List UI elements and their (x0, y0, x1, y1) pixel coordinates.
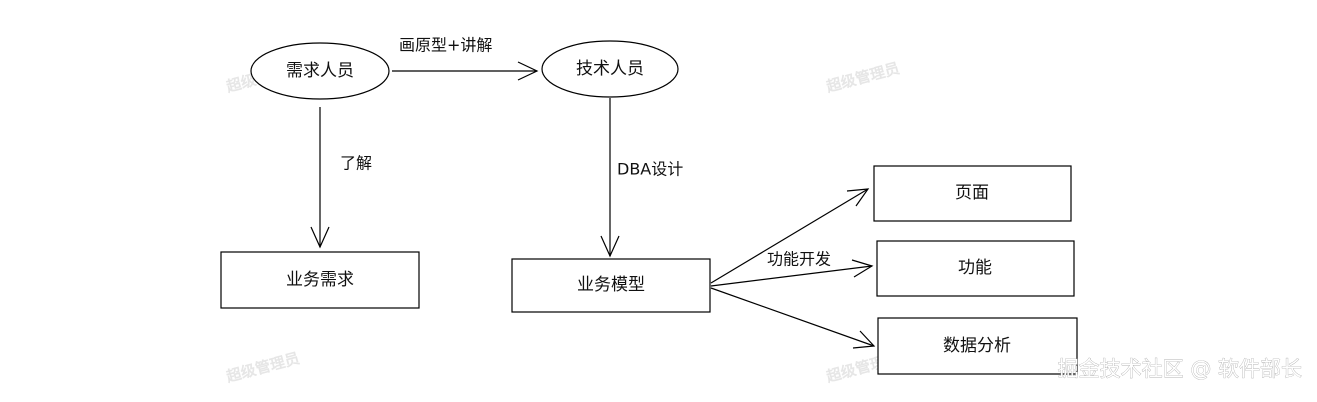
edge-feature-dev-label: 功能开发 (767, 250, 831, 269)
node-tech-people[interactable] (541, 40, 679, 98)
edge-prototype-label: 画原型+讲解 (399, 36, 492, 55)
watermarks: 超级管理员 超级管理员 超级管理员 超级管理员 (223, 59, 901, 386)
node-page-label: 页面 (955, 183, 989, 203)
node-req-people-label: 需求人员 (286, 61, 354, 81)
node-labels: 需求人员 技术人员 业务需求 业务模型 页面 功能 数据分析 (286, 59, 1011, 356)
node-biz-model-label: 业务模型 (577, 275, 645, 295)
edge-to-function-arrowhead (851, 259, 874, 278)
edge-to-function-line (710, 265, 873, 287)
edge-to-analysis-arrowhead (852, 330, 876, 349)
node-tech-people-label: 技术人员 (576, 59, 644, 79)
node-function[interactable] (876, 240, 1075, 297)
edge-prototype-arrowhead (517, 61, 539, 81)
node-function-label: 功能 (958, 258, 992, 278)
node-page[interactable] (873, 165, 1072, 222)
edge-understand-arrowhead (310, 226, 330, 249)
edge-to-page-arrowhead (846, 188, 870, 207)
watermark-3: 超级管理员 (223, 349, 301, 386)
edges (310, 61, 876, 349)
node-biz-req-label: 业务需求 (286, 270, 354, 290)
edge-understand-label: 了解 (340, 154, 372, 173)
edge-labels: 画原型+讲解 了解 DBA设计 功能开发 (340, 36, 831, 269)
node-biz-req[interactable] (220, 251, 420, 309)
node-req-people[interactable] (250, 42, 390, 100)
edge-to-analysis-line (710, 287, 875, 347)
credit-watermark: 掘金技术社区 @ 软件部长 (1058, 357, 1302, 381)
watermark-2: 超级管理员 (823, 59, 901, 96)
edge-to-page-line (710, 188, 869, 284)
edge-dba-arrowhead (600, 235, 620, 258)
node-data-analysis-label: 数据分析 (943, 336, 1011, 356)
node-data-analysis[interactable] (877, 317, 1078, 375)
edge-dba-label: DBA设计 (617, 160, 683, 179)
nodes (220, 40, 1078, 375)
node-biz-model[interactable] (511, 258, 711, 313)
